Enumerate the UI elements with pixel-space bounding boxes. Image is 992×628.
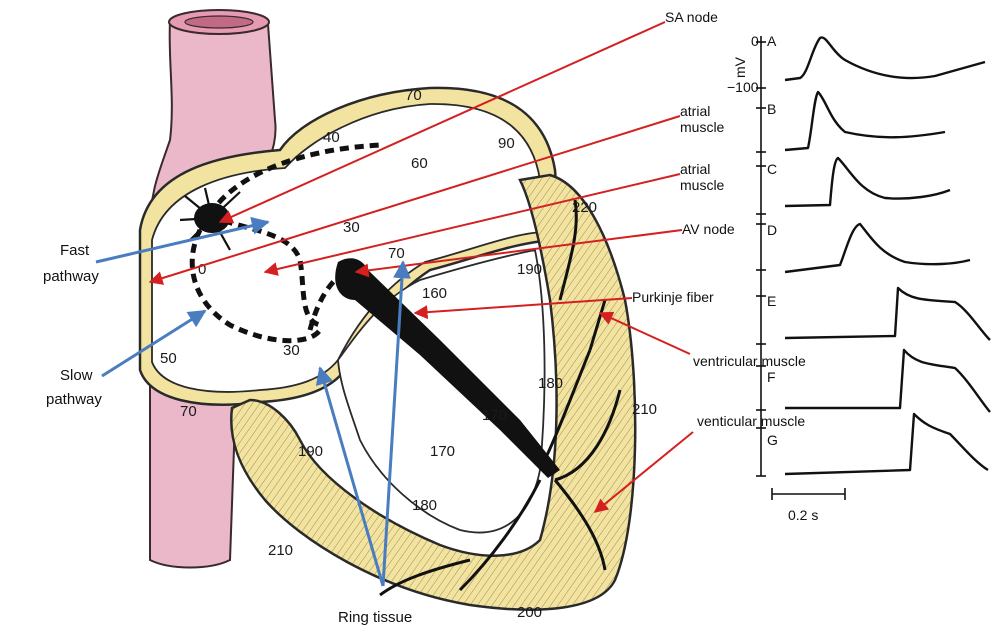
timing-number: 40: [323, 129, 340, 146]
timing-number: 70: [388, 245, 405, 262]
action-potential-traces: 0 mV −100 A B C D E F G: [727, 33, 990, 523]
timing-number: 170: [430, 443, 455, 460]
trace-letter-b: B: [767, 101, 776, 117]
trace-axes: [756, 36, 766, 476]
timing-number: 200: [517, 604, 542, 621]
trace-letter-e: E: [767, 293, 776, 309]
label-slow-pathway-line1: Slow: [60, 367, 93, 384]
trace-e: [785, 288, 990, 340]
timing-number: 160: [422, 285, 447, 302]
timing-number: 210: [268, 542, 293, 559]
trace-letter-a: A: [767, 33, 777, 49]
timing-number: 210: [632, 401, 657, 418]
label-av-node: AV node: [682, 221, 735, 237]
label-atrial-muscle-2-line1: atrial: [680, 161, 710, 177]
timing-number: 190: [298, 443, 323, 460]
trace-f: [785, 350, 990, 412]
axis-zero-label: 0: [751, 33, 759, 49]
timing-number: 70: [180, 403, 197, 420]
trace-b: [785, 92, 945, 150]
axis-unit-label: mV: [732, 56, 748, 78]
trace-letter-d: D: [767, 222, 777, 238]
trace-g: [785, 414, 988, 474]
axis-min-label: −100: [727, 79, 759, 95]
timing-number: 30: [283, 342, 300, 359]
trace-c: [785, 158, 950, 206]
time-scale-bar: [772, 488, 845, 500]
trace-a: [785, 37, 985, 80]
label-slow-pathway-line2: pathway: [46, 391, 102, 408]
label-ventricular-muscle: ventricular muscle: [693, 353, 806, 369]
timing-number: 60: [411, 155, 428, 172]
timing-number: 180: [412, 497, 437, 514]
label-fast-pathway-line1: Fast: [60, 242, 90, 259]
label-atrial-muscle-1-line1: atrial: [680, 103, 710, 119]
timing-number: 70: [405, 87, 422, 104]
timing-number: 0: [198, 261, 206, 278]
label-fast-pathway-line2: pathway: [43, 268, 99, 285]
trace-letter-f: F: [767, 369, 776, 385]
label-ring-tissue: Ring tissue: [338, 609, 412, 626]
timing-number: 180: [538, 375, 563, 392]
timing-number: 90: [498, 135, 515, 152]
timing-number: 170: [482, 407, 507, 424]
trace-letter-c: C: [767, 161, 777, 177]
label-atrial-muscle-2-line2: muscle: [680, 177, 725, 193]
label-purkinje: Purkinje fiber: [632, 289, 714, 305]
time-scale-label: 0.2 s: [788, 507, 818, 523]
timing-number: 50: [160, 350, 177, 367]
label-atrial-muscle-1-line2: muscle: [680, 119, 725, 135]
trace-d: [785, 224, 970, 272]
label-sa-node: SA node: [665, 9, 718, 25]
trace-letter-g: G: [767, 432, 778, 448]
label-venticular-muscle: venticular muscle: [697, 413, 805, 429]
timing-number: 190: [517, 261, 542, 278]
timing-number: 220: [572, 199, 597, 216]
